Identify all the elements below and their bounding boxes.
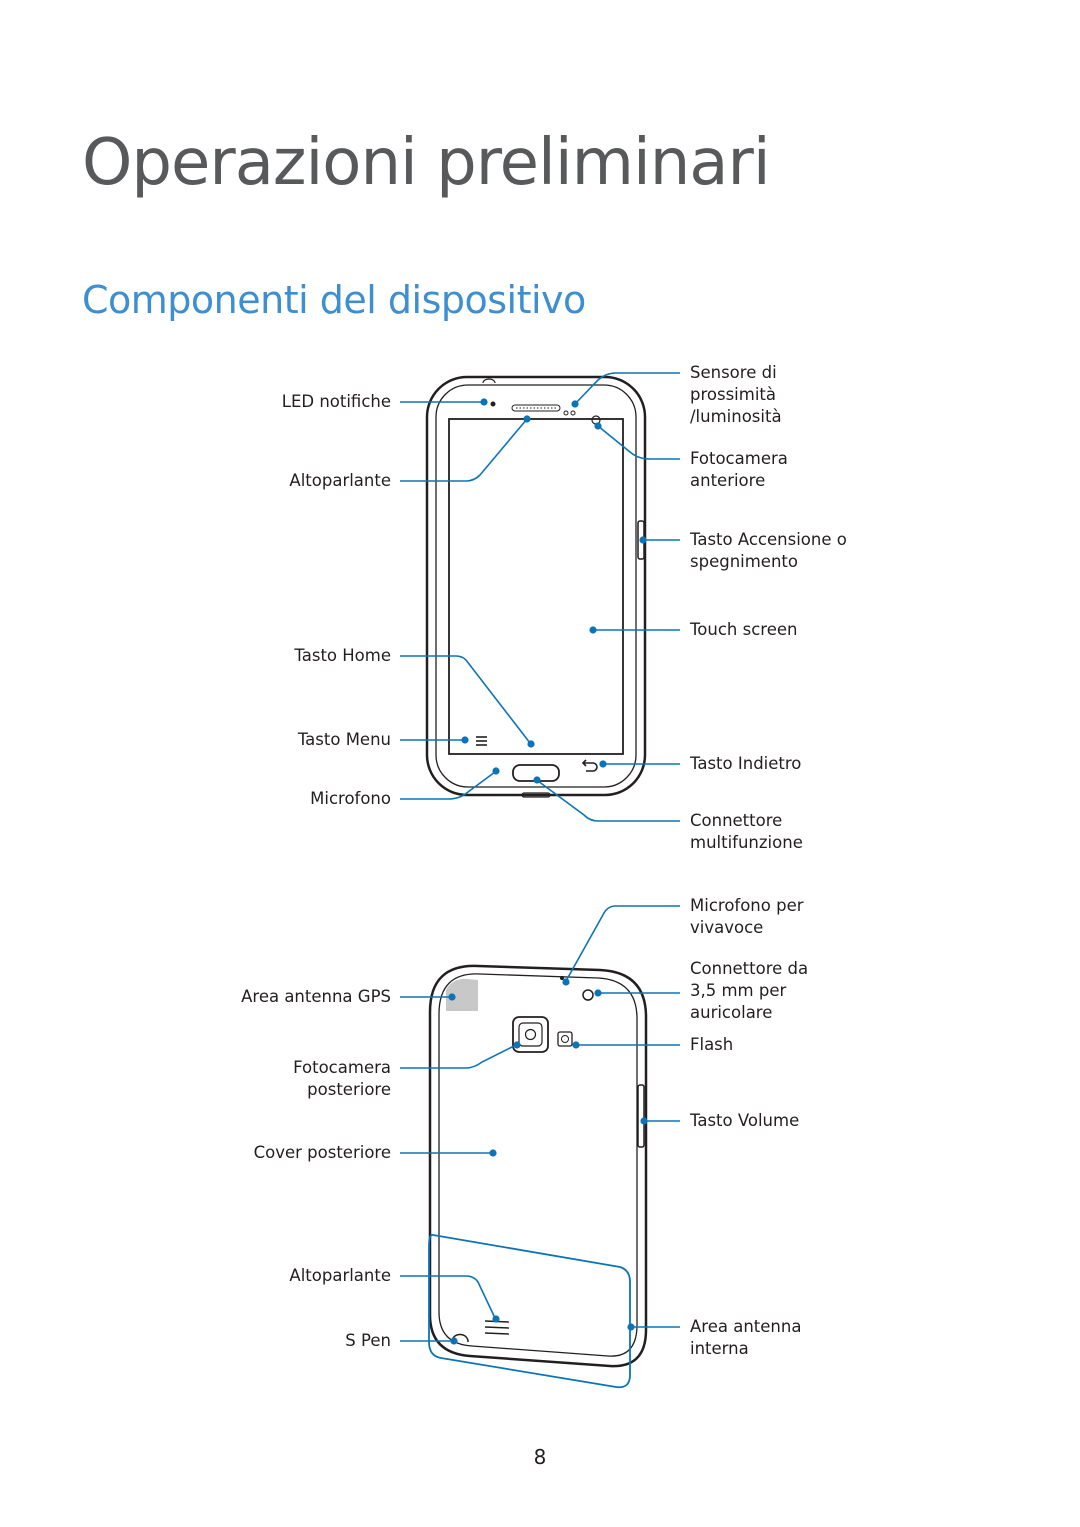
label-cover-posteriore: Cover posteriore [253,1143,391,1162]
front-callout-lines [400,372,680,822]
section-title: Componenti del dispositivo [82,278,586,322]
label-tasto-volume: Tasto Volume [690,1111,800,1130]
page-number: 8 [533,1445,547,1469]
back-callout-lines [400,905,680,1342]
page-title: Operazioni preliminari [82,126,771,200]
label-microfono: Microfono [310,789,391,808]
label-microfono-vivavoce: Microfono per vivavoce [690,896,804,937]
label-altoparlante-front: Altoparlante [289,471,391,490]
label-connettore-auricolare: Connettore da 3,5 mm per auricolare [690,959,809,1022]
front-callout-dots [461,398,647,784]
label-area-antenna-interna: Area antenna interna [690,1317,802,1358]
label-tasto-indietro: Tasto Indietro [690,754,802,773]
front-device-illustration [425,375,647,798]
label-led-notifiche: LED notifiche [281,392,391,411]
back-callout-dots [448,978,648,1345]
label-fotocamera-anteriore: Fotocamera anteriore [690,449,788,490]
label-tasto-home: Tasto Home [294,646,391,665]
label-tasto-menu: Tasto Menu [297,730,391,749]
label-touch-screen: Touch screen [690,620,798,639]
back-device-illustration [428,964,648,1368]
label-tasto-accensione: Tasto Accensione o spegnimento [690,530,847,571]
label-area-antenna-gps: Area antenna GPS [241,987,391,1006]
internal-antenna-outline [428,1234,631,1389]
label-altoparlante-back: Altoparlante [289,1266,391,1285]
label-connettore-multifunzione: Connettore multifunzione [690,811,803,852]
label-s-pen: S Pen [345,1331,391,1350]
label-flash: Flash [690,1035,734,1054]
label-fotocamera-posteriore: Fotocamera posteriore [293,1058,391,1099]
label-sensore-prossimita: Sensore di prossimità /luminosità [690,363,782,426]
